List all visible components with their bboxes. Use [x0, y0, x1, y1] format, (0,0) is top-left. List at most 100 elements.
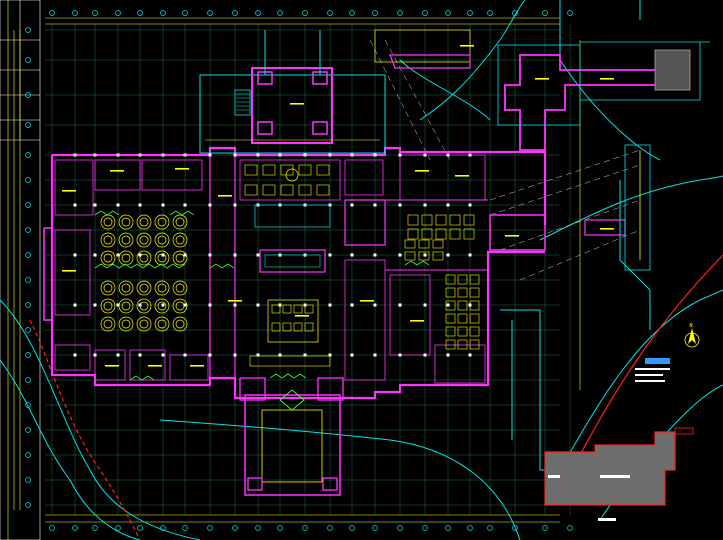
column: [93, 203, 97, 207]
column: [398, 353, 402, 357]
lobby-seat: [298, 164, 312, 176]
grid-bubble: [255, 10, 261, 16]
column: [256, 353, 260, 357]
grid-bubble: [372, 525, 378, 531]
grid-bubble: [542, 10, 548, 16]
round-table-top: [121, 301, 131, 311]
round-table-top: [175, 217, 185, 227]
round-table-top: [103, 283, 113, 293]
dining-table: [469, 313, 480, 324]
dining-table: [421, 214, 433, 226]
column: [350, 353, 354, 357]
round-table-top: [103, 319, 113, 329]
grid-bubble: [25, 352, 31, 358]
grid-bubble: [25, 122, 31, 128]
column: [398, 153, 402, 157]
round-table: [100, 280, 116, 296]
round-table-top: [157, 319, 167, 329]
grid-bubble: [25, 177, 31, 183]
round-table-top: [139, 283, 149, 293]
east-annex: [489, 144, 651, 271]
round-table: [154, 280, 170, 296]
lobby-seat: [316, 184, 330, 196]
round-table: [100, 316, 116, 332]
lobby-seat: [316, 164, 330, 176]
column: [233, 153, 237, 157]
column: [303, 303, 307, 307]
round-table-top: [175, 235, 185, 245]
column: [373, 153, 377, 157]
grid-bubble: [25, 427, 31, 433]
lounge-seat: [304, 322, 314, 332]
grid-bubble: [327, 10, 333, 16]
column: [468, 153, 472, 157]
column: [208, 253, 212, 257]
dining-table: [418, 251, 430, 261]
southeast-hatched-block: [544, 427, 694, 521]
annotation-mark: [148, 365, 162, 367]
grid-bubble: [567, 10, 573, 16]
round-table-top: [121, 319, 131, 329]
lobby-seat: [244, 164, 258, 176]
column: [468, 203, 472, 207]
column: [161, 353, 165, 357]
road-centerline: [29, 254, 723, 540]
grid-bubble: [137, 10, 143, 16]
column: [73, 303, 77, 307]
grid-bubble: [487, 525, 493, 531]
dining-table: [463, 228, 475, 240]
grid-bubble: [512, 525, 518, 531]
round-table: [154, 316, 170, 332]
round-table-top: [139, 253, 149, 263]
column: [373, 203, 377, 207]
grid-bubble: [467, 525, 473, 531]
lounge-seat: [282, 322, 292, 332]
structural-columns: [73, 153, 472, 357]
column: [233, 253, 237, 257]
annotation-mark: [190, 365, 204, 367]
column: [116, 303, 120, 307]
column: [73, 353, 77, 357]
round-table: [154, 232, 170, 248]
annotation-mark: [110, 170, 124, 172]
round-table-top: [121, 253, 131, 263]
lobby-seat: [244, 184, 258, 196]
column: [138, 253, 142, 257]
round-table-top: [175, 283, 185, 293]
grid-bubble: [49, 525, 55, 531]
grid-bubble: [327, 525, 333, 531]
dining-table: [457, 313, 468, 324]
column: [423, 203, 427, 207]
annotation-mark: [415, 170, 429, 172]
column: [350, 303, 354, 307]
round-table: [136, 280, 152, 296]
round-table: [136, 214, 152, 230]
lounge-seat: [271, 304, 281, 314]
column: [373, 253, 377, 257]
dining-table: [404, 239, 416, 249]
annotation-mark: [410, 320, 424, 322]
annotation-mark: [455, 175, 469, 177]
round-table: [136, 316, 152, 332]
column: [183, 253, 187, 257]
column: [73, 253, 77, 257]
grid-bubble: [25, 57, 31, 63]
lounge-seat: [282, 304, 292, 314]
round-table-top: [121, 283, 131, 293]
column: [256, 253, 260, 257]
round-table-top: [157, 301, 167, 311]
annotation-mark: [360, 300, 374, 302]
round-table: [136, 298, 152, 314]
column: [423, 303, 427, 307]
grid-bubble: [542, 525, 548, 531]
grid-bubble: [72, 10, 78, 16]
column: [350, 253, 354, 257]
round-table-top: [103, 253, 113, 263]
column: [138, 353, 142, 357]
grid-bubble: [397, 10, 403, 16]
grid-bubble: [25, 377, 31, 383]
lobby-seat: [280, 164, 294, 176]
column: [208, 353, 212, 357]
column: [446, 303, 450, 307]
